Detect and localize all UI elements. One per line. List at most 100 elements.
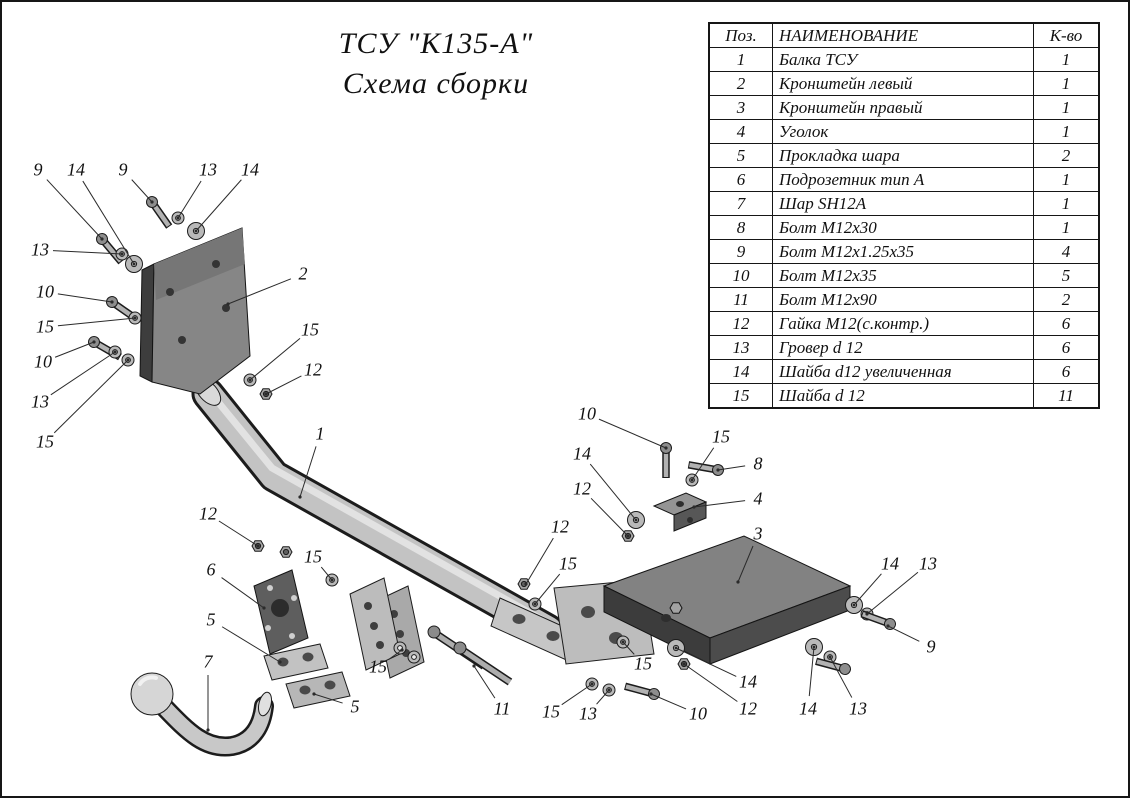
callout-label: 9 — [118, 159, 128, 180]
part-quantity: 1 — [1033, 71, 1100, 96]
callout-label: 9 — [33, 159, 43, 180]
callout-label: 12 — [551, 516, 569, 537]
callout-label: 7 — [203, 651, 213, 672]
callout-label: 13 — [849, 698, 867, 719]
drawing-title-line2: Схема сборки — [342, 67, 530, 100]
callout-label: 12 — [573, 478, 591, 499]
callout-label: 15 — [634, 653, 652, 674]
part-name: Подрозетник тип А — [772, 167, 1034, 192]
part-quantity: 1 — [1033, 191, 1100, 216]
callout-label: 6 — [206, 559, 216, 580]
part-quantity: 5 — [1033, 263, 1100, 288]
part-name: Болт М12х1.25х35 — [772, 239, 1034, 264]
part-quantity: 4 — [1033, 239, 1100, 264]
tow-ball-part7 — [130, 672, 274, 757]
callout-label: 12 — [739, 698, 757, 719]
callout-label: 15 — [36, 316, 54, 337]
callout-label: 11 — [493, 698, 511, 719]
callout-label: 13 — [31, 239, 49, 260]
callout-label: 5 — [206, 609, 216, 630]
col-header-quantity: К-во — [1033, 22, 1100, 48]
callout-label: 2 — [298, 263, 308, 284]
bolts-m12x90-part11 — [427, 625, 513, 686]
callout-label: 14 — [573, 443, 591, 464]
part-position: 10 — [708, 263, 773, 288]
part-name: Уголок — [772, 119, 1034, 144]
callout-label: 10 — [689, 703, 707, 724]
part-name: Гровер d 12 — [772, 335, 1034, 360]
callout-label: 12 — [304, 359, 322, 380]
callout-label: 13 — [31, 391, 49, 412]
part-position: 11 — [708, 287, 773, 312]
part-name: Болт М12х90 — [772, 287, 1034, 312]
part-position: 3 — [708, 95, 773, 120]
part-name: Шайба d 12 — [772, 383, 1034, 409]
callout-label: 15 — [369, 656, 387, 677]
callout-label: 10 — [34, 351, 52, 372]
part-quantity: 1 — [1033, 167, 1100, 192]
leader-lines — [46, 179, 920, 732]
ball-spacers-part5 — [263, 643, 351, 709]
part-name: Кронштейн правый — [772, 95, 1034, 120]
callout-label: 13 — [919, 553, 937, 574]
callout-label: 15 — [712, 426, 730, 447]
part-name: Болт М12х35 — [772, 263, 1034, 288]
callout-label: 15 — [301, 319, 319, 340]
parts-table-header: Поз. НАИМЕНОВАНИЕ К-во — [708, 22, 1100, 48]
part-quantity: 2 — [1033, 287, 1100, 312]
angle-bracket-part4 — [652, 492, 708, 532]
drawing-title: ТСУ "К135-А" Схема сборки — [318, 24, 554, 104]
beam-part1 — [191, 377, 565, 647]
part-position: 4 — [708, 119, 773, 144]
part-quantity: 1 — [1033, 47, 1100, 72]
callout-label: 14 — [241, 159, 259, 180]
part-position: 1 — [708, 47, 773, 72]
callout-label: 14 — [739, 671, 757, 692]
part-quantity: 6 — [1033, 335, 1100, 360]
part-quantity: 11 — [1033, 383, 1100, 409]
drawing-title-line1: ТСУ "К135-А" — [338, 27, 534, 60]
bracket-left-part2 — [139, 227, 251, 395]
part-position: 8 — [708, 215, 773, 240]
callout-label: 10 — [578, 403, 596, 424]
part-position: 2 — [708, 71, 773, 96]
callout-label: 15 — [559, 553, 577, 574]
part-position: 13 — [708, 335, 773, 360]
part-name: Шар SH12A — [772, 191, 1034, 216]
callout-label: 10 — [36, 281, 54, 302]
part-quantity: 2 — [1033, 143, 1100, 168]
callout-label: 15 — [542, 701, 560, 722]
col-header-position: Поз. — [708, 22, 773, 48]
part-position: 12 — [708, 311, 773, 336]
part-name: Прокладка шара — [772, 143, 1034, 168]
part-position: 15 — [708, 383, 773, 409]
callout-label: 5 — [350, 696, 360, 717]
callout-label: 14 — [799, 698, 817, 719]
callout-label: 14 — [881, 553, 899, 574]
callout-label: 9 — [926, 636, 936, 657]
callout-label: 8 — [753, 453, 763, 474]
part-name: Болт М12х30 — [772, 215, 1034, 240]
callout-label: 13 — [579, 703, 597, 724]
part-position: 9 — [708, 239, 773, 264]
part-quantity: 1 — [1033, 119, 1100, 144]
part-quantity: 1 — [1033, 95, 1100, 120]
part-quantity: 6 — [1033, 359, 1100, 384]
